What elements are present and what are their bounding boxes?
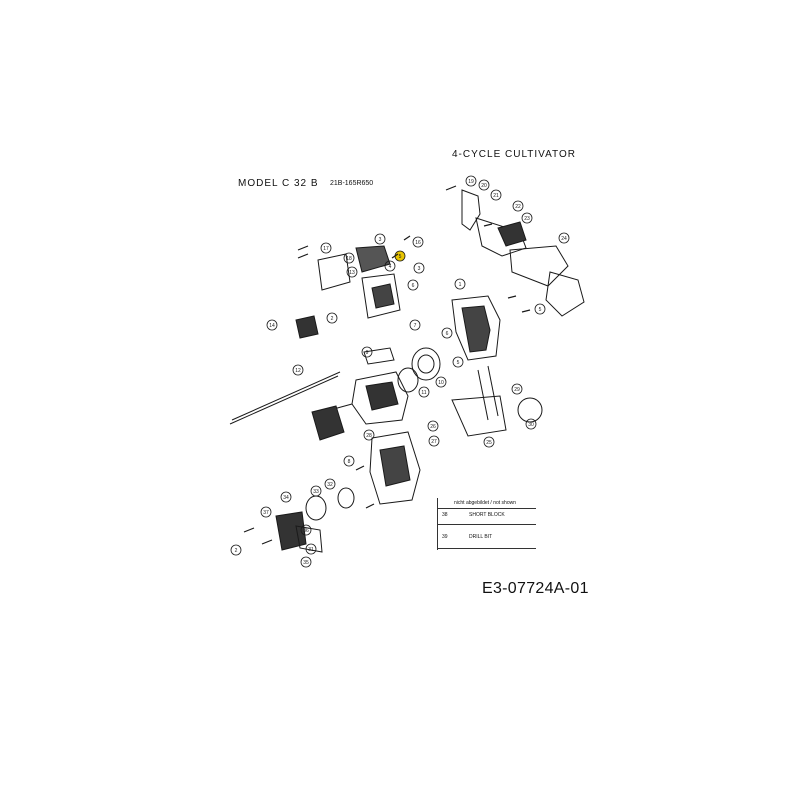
callout-label: 28 bbox=[366, 433, 372, 439]
callout-label: 26 bbox=[430, 424, 436, 430]
callout-label: 18 bbox=[346, 256, 352, 262]
legend-number: 39 bbox=[442, 534, 448, 540]
callout-label: 9 bbox=[366, 350, 369, 356]
callout-label: 4 bbox=[389, 264, 392, 270]
callout-label: 5 bbox=[457, 360, 460, 366]
callout-label: 31 bbox=[308, 547, 314, 553]
callout-label: 27 bbox=[431, 439, 437, 445]
callout-label: 13 bbox=[349, 270, 355, 276]
legend-row: 39 DRILL BIT bbox=[442, 534, 536, 542]
callout-label: 7 bbox=[414, 323, 417, 329]
crankcase bbox=[329, 371, 409, 425]
callout-label: 29 bbox=[514, 387, 520, 393]
callout-label: 11 bbox=[421, 390, 426, 396]
callout-label: 35 bbox=[303, 560, 309, 566]
callout-label: 2 bbox=[235, 548, 238, 554]
cover-assembly bbox=[461, 189, 585, 317]
legend-number: 38 bbox=[442, 512, 448, 518]
legend-divider bbox=[438, 508, 536, 509]
callout-label: 25 bbox=[486, 440, 492, 446]
callout-label: 6 bbox=[446, 331, 449, 337]
callout-label: 1 bbox=[459, 282, 462, 288]
model-code: 21B-165R650 bbox=[330, 180, 374, 187]
callout-label: 24 bbox=[561, 236, 567, 242]
drawing-number: E3-07724A-01 bbox=[482, 580, 589, 597]
not-shown-legend: nicht abgebildet / not shown 38 SHORT BL… bbox=[437, 498, 536, 550]
callout-label: 12 bbox=[295, 368, 301, 374]
callout-label: 16 bbox=[415, 240, 421, 246]
callout-label: 30 bbox=[528, 422, 534, 428]
callout-label: 17 bbox=[323, 246, 329, 252]
callout-label: 14 bbox=[269, 323, 275, 329]
callout-label: 22 bbox=[515, 204, 521, 210]
callout-label: 36 bbox=[303, 528, 309, 534]
legend-divider bbox=[438, 548, 536, 549]
callout-label: 5 bbox=[539, 307, 542, 313]
legend-row: 38 SHORT BLOCK bbox=[442, 512, 536, 520]
product-type-title: 4-CYCLE CULTIVATOR bbox=[452, 149, 576, 160]
control-cable-and-rods bbox=[229, 365, 499, 425]
callout-label: 2 bbox=[331, 316, 334, 322]
callout-label: 20 bbox=[481, 183, 487, 189]
callout-label: 10 bbox=[438, 380, 444, 386]
callout-label: 19 bbox=[468, 179, 474, 185]
callout-label: 6 bbox=[412, 283, 415, 289]
fan-housing bbox=[451, 295, 501, 361]
starter-and-clutch bbox=[275, 395, 543, 553]
callout-label: 34 bbox=[283, 495, 289, 501]
legend-header: nicht abgebildet / not shown bbox=[454, 500, 516, 506]
gasket-and-flywheel bbox=[363, 347, 441, 393]
callout-label: 33 bbox=[313, 489, 319, 495]
callout-label: 23 bbox=[524, 216, 530, 222]
callout-label: 32 bbox=[327, 482, 333, 488]
callout-label: 37 bbox=[263, 510, 269, 516]
legend-description: SHORT BLOCK bbox=[469, 512, 505, 518]
callout-label: 5 bbox=[399, 254, 402, 260]
carburetor-assembly bbox=[295, 245, 401, 339]
callout-label: 3 bbox=[418, 266, 421, 272]
callout-markers: 19 20 21 22 23 24 17 18 3 16 5 4 3 13 1 … bbox=[230, 175, 570, 568]
callout-label: 21 bbox=[493, 193, 499, 199]
legend-description: DRILL BIT bbox=[469, 534, 493, 540]
model-label: MODEL C 32 B bbox=[238, 178, 319, 189]
callout-label: 8 bbox=[348, 459, 351, 465]
legend-divider bbox=[438, 524, 536, 525]
callout-label: 3 bbox=[379, 237, 382, 243]
